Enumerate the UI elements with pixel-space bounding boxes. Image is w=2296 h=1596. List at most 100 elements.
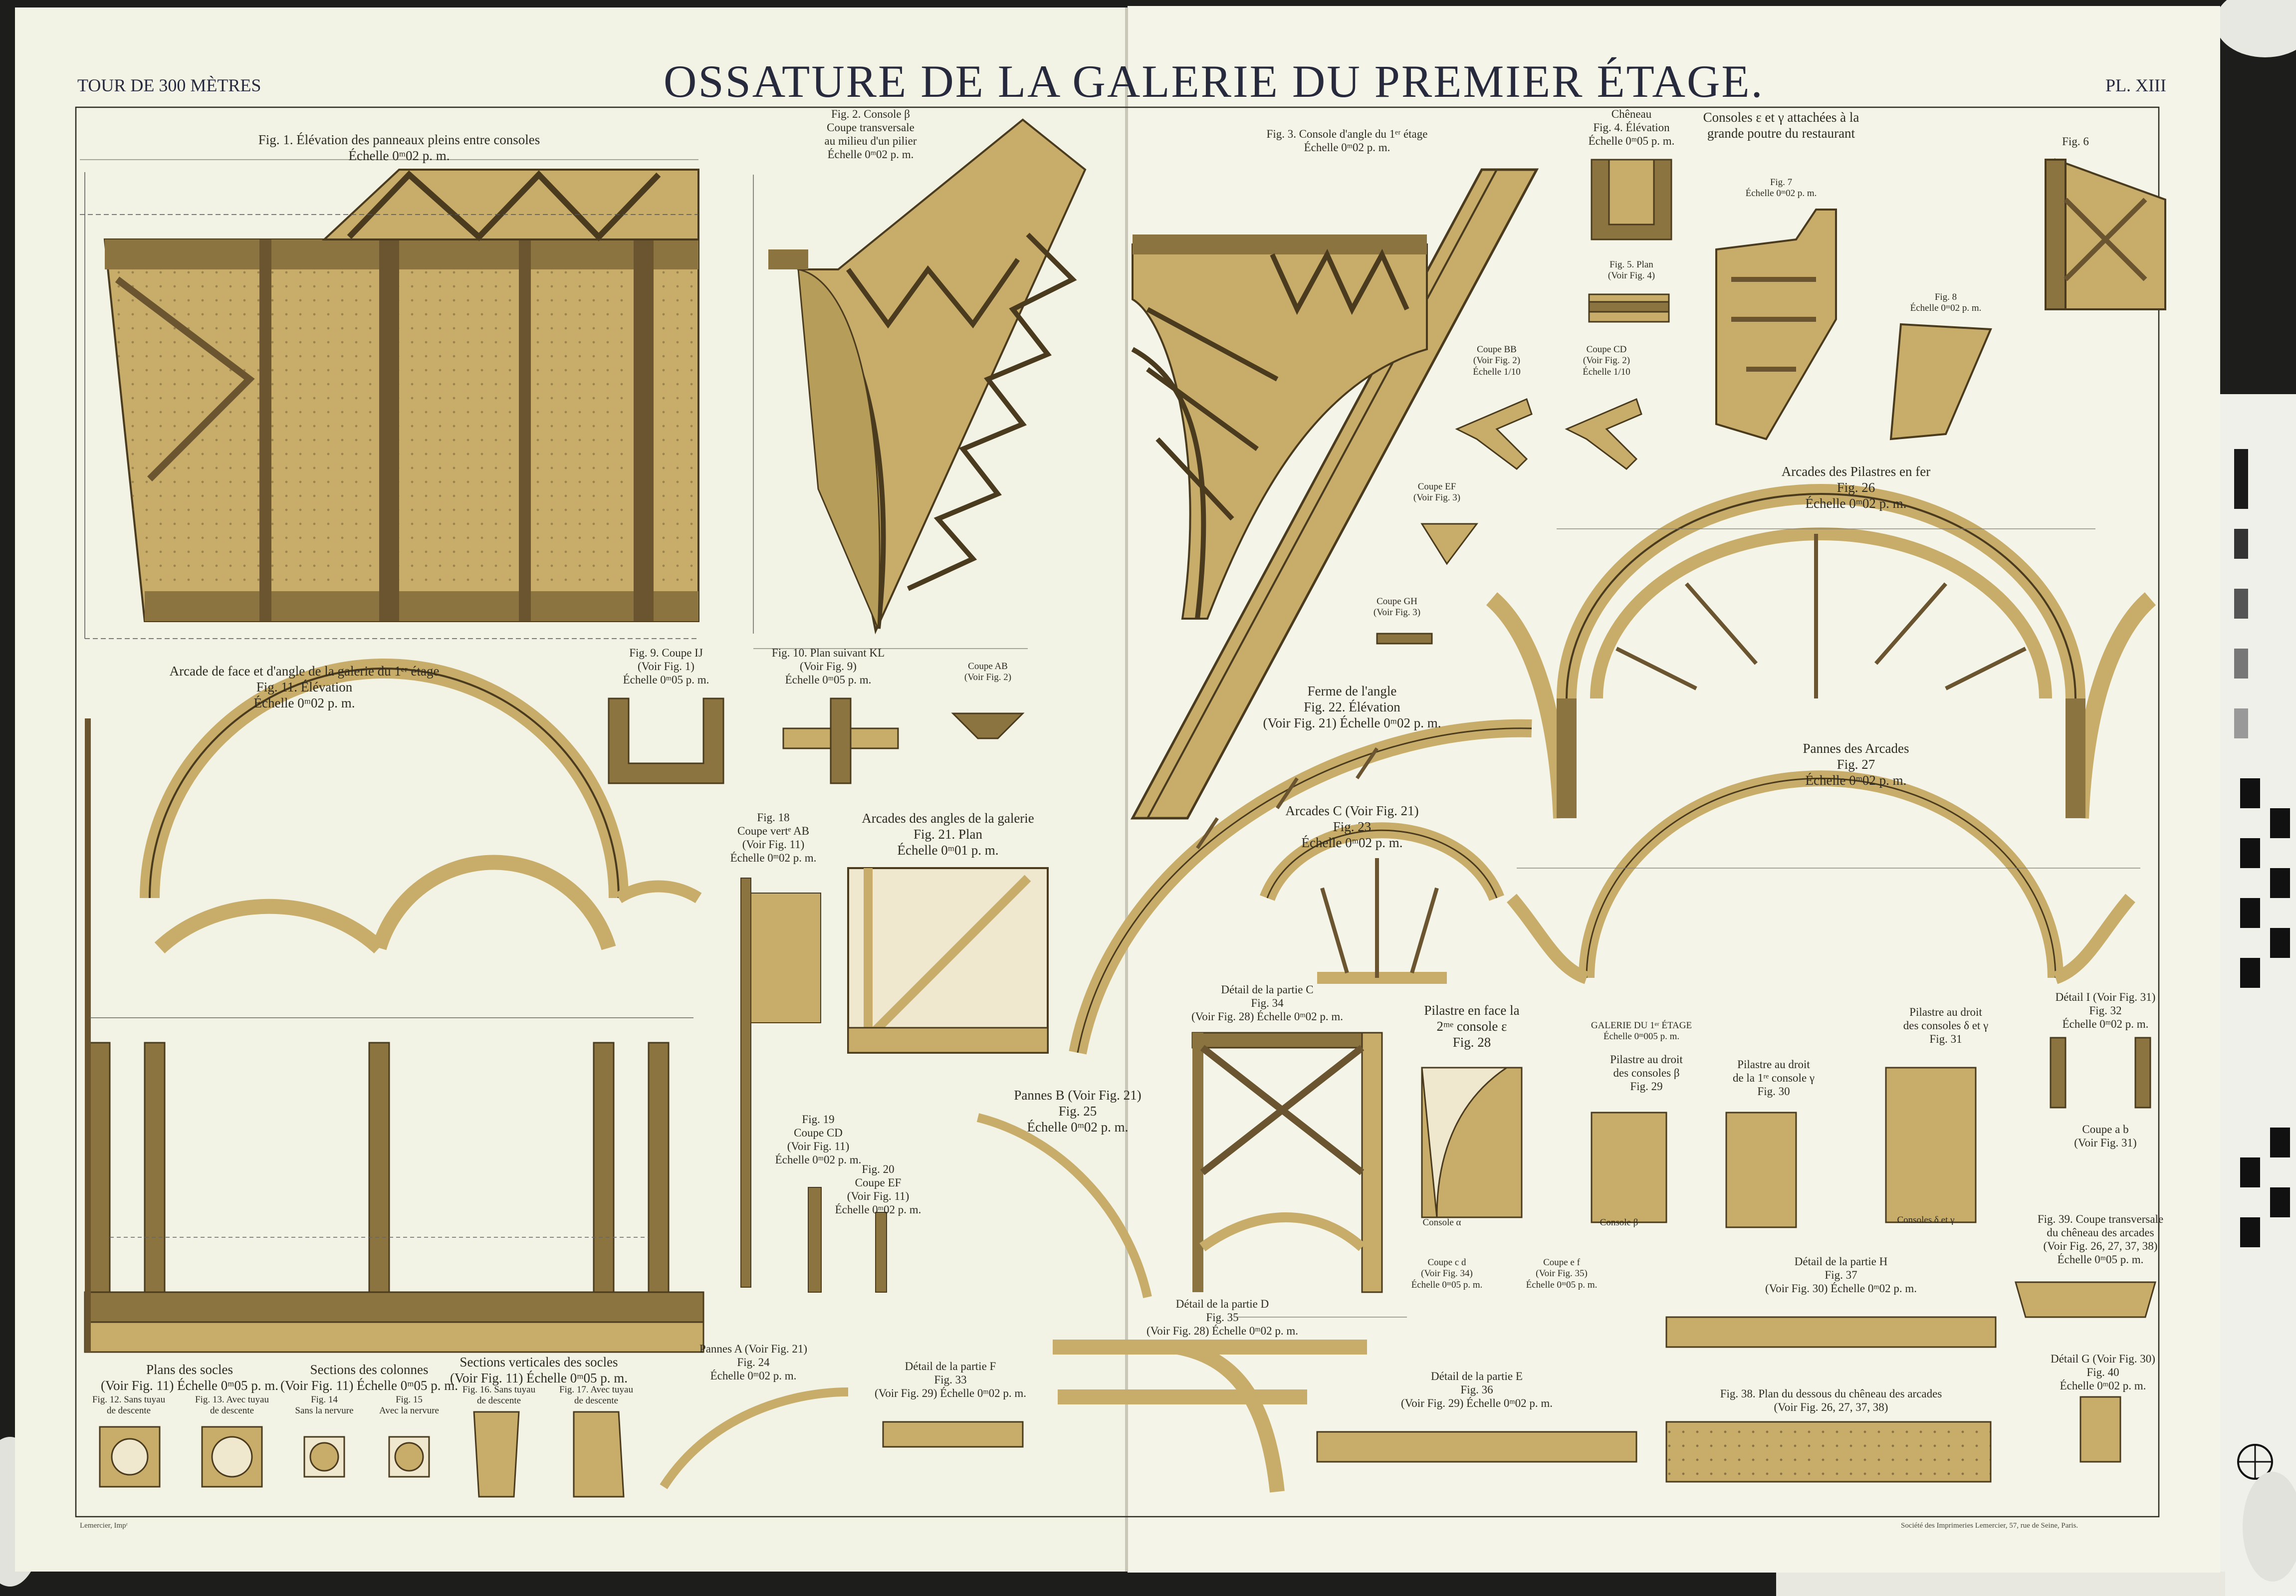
caption-fig38: Fig. 38. Plan du dessous du chêneau des … — [1720, 1387, 1942, 1414]
caption-line: Détail de la partie H — [1794, 1255, 1888, 1268]
caption-line: Échelle 0ᵐ02 p. m. — [1745, 188, 1817, 199]
caption-line: (Voir Fig. 11) — [742, 838, 805, 851]
caption-line: (Voir Fig. 21) Échelle 0ᵐ02 p. m. — [1263, 715, 1441, 730]
caption-line: Fig. 35 — [1206, 1311, 1239, 1324]
caption-line: Coupe CD — [1586, 344, 1627, 355]
figure-11-drawing — [84, 659, 704, 1353]
caption-line: Pannes B (Voir Fig. 21) — [1014, 1088, 1142, 1103]
caption-line: de la 1ʳᵉ console γ — [1732, 1072, 1815, 1085]
caption-line: Coupe AB — [968, 661, 1008, 672]
caption-line: Échelle 0ᵐ05 p. m. — [1588, 135, 1675, 148]
caption-line: Détail de la partie D — [1175, 1298, 1269, 1310]
caption-line: Fig. 32 — [2089, 1004, 2122, 1017]
caption-line: Sections verticales des socles — [459, 1355, 618, 1369]
caption-line: Fig. 25 — [1058, 1103, 1097, 1119]
caption-line: Échelle 0ᵐ02 p. m. — [1304, 141, 1390, 154]
dimension-lines — [80, 159, 2140, 1318]
caption-line: Fig. 7 — [1770, 177, 1793, 188]
caption-line: de descente — [210, 1405, 254, 1416]
caption-line: Coupe EF — [1417, 481, 1456, 492]
figure-26-drawing — [1486, 484, 2156, 819]
caption-line: Fig. 9. Coupe IJ — [629, 647, 703, 659]
figure-3-drawing — [1130, 168, 1539, 820]
caption-line: Coupe transversale — [827, 121, 915, 134]
caption-coupe-ef: Coupe EF(Voir Fig. 3) — [1413, 481, 1460, 504]
caption-line: Fig. 36 — [1460, 1383, 1493, 1396]
caption-console-beta: Console β — [1600, 1217, 1638, 1228]
caption-line: Fig. 6 — [2062, 135, 2089, 148]
caption-line: Échelle 0ᵐ02 p. m. — [1805, 772, 1907, 788]
caption-line: Échelle 0ᵐ05 p. m. — [2057, 1253, 2144, 1266]
figure-2-drawing — [753, 118, 1087, 635]
caption-line: Coupe a b — [2082, 1123, 2129, 1136]
caption-line: Fig. 3. Console d'angle du 1ᵉʳ étage — [1266, 128, 1428, 140]
caption-line: Fig. 20 — [862, 1163, 895, 1175]
caption-line: Fig. 24 — [737, 1356, 770, 1369]
caption-line: Fig. 37 — [1825, 1269, 1857, 1282]
caption-console-alpha: Console α — [1423, 1217, 1461, 1228]
caption-line: Fig. 28 — [1452, 1034, 1491, 1050]
caption-line: Fig. 14 — [311, 1394, 338, 1405]
caption-line: de descente — [476, 1395, 521, 1406]
caption-line: Échelle 0ᵐ05 p. m. — [1411, 1279, 1483, 1290]
caption-line: Fig. 19 — [802, 1113, 835, 1126]
caption-line: Coupe c d — [1427, 1257, 1466, 1268]
caption-line: Fig. 1. Élévation des panneaux pleins en… — [258, 132, 540, 147]
small-detail-sections — [608, 697, 1025, 784]
footer-printer-right: Société des Imprimeries Lemercier, 57, r… — [1901, 1522, 2078, 1530]
caption-coupe-bb: Coupe BB(Voir Fig. 2)Échelle 1/10 — [1473, 344, 1521, 378]
caption-line: Coupe CD — [794, 1127, 843, 1140]
caption-line: Fig. 26 — [1837, 479, 1875, 495]
caption-line: Arcades C (Voir Fig. 21) — [1285, 803, 1419, 818]
caption-line: Fig. 30 — [1757, 1085, 1790, 1098]
plate-number: PL. XIII — [2105, 75, 2166, 95]
caption-coupe-cd: Coupe CD(Voir Fig. 2)Échelle 1/10 — [1583, 344, 1630, 378]
caption-line: Fig. 21. Plan — [913, 826, 983, 842]
caption-line: Échelle 0ᵐ02 p. m. — [827, 148, 914, 161]
caption-line: (Voir Fig. 35) — [1536, 1268, 1588, 1279]
caption-line: Fig. 29 — [1630, 1080, 1663, 1093]
caption-line: Détail G (Voir Fig. 30) — [2051, 1353, 2155, 1365]
caption-line: Fig. 31 — [1929, 1033, 1962, 1046]
caption-line: Pilastre au droit — [1610, 1053, 1683, 1066]
caption-line: (Voir Fig. 11) — [787, 1140, 850, 1153]
caption-line: Fig. 22. Élévation — [1304, 699, 1400, 714]
figure-6-7-8-drawing — [1715, 158, 2166, 441]
caption-line: Détail de la partie C — [1221, 983, 1314, 996]
caption-line: (Voir Fig. 11) Échelle 0ᵐ05 p. m. — [450, 1370, 628, 1385]
caption-line: Échelle 0ᵐ05 p. m. — [623, 674, 709, 686]
caption-line: (Voir Fig. 1) — [638, 660, 694, 673]
caption-line: Consoles δ et γ — [1897, 1215, 1955, 1225]
figure-34-drawing — [1191, 1032, 1383, 1293]
plate-header: TOUR DE 300 MÈTRES OSSATURE DE LA GALERI… — [0, 0, 2296, 130]
caption-line: Échelle 0ᵐ02 p. m. — [730, 852, 817, 865]
caption-line: (Voir Fig. 26, 27, 37, 38) — [1774, 1401, 1888, 1414]
caption-consoles-dg: Consoles δ et γ — [1897, 1215, 1955, 1226]
caption-line: Fig. 15 — [396, 1394, 423, 1405]
caption-line: Fig. 39. Coupe transversale — [2037, 1213, 2164, 1225]
caption-line: des consoles β — [1613, 1067, 1680, 1080]
caption-line: (Voir Fig. 28) Échelle 0ᵐ02 p. m. — [1146, 1325, 1299, 1338]
caption-line: Coupe GH — [1377, 596, 1417, 607]
caption-line: Fig. 11. Élévation — [256, 679, 353, 694]
caption-line: Sections des colonnes — [310, 1362, 429, 1377]
running-head: TOUR DE 300 MÈTRES — [77, 75, 261, 95]
caption-line: Échelle 0ᵐ02 p. m. — [1805, 495, 1907, 511]
caption-line: Fig. 4. Élévation — [1593, 121, 1670, 134]
caption-line: Détail de la partie F — [905, 1360, 996, 1372]
